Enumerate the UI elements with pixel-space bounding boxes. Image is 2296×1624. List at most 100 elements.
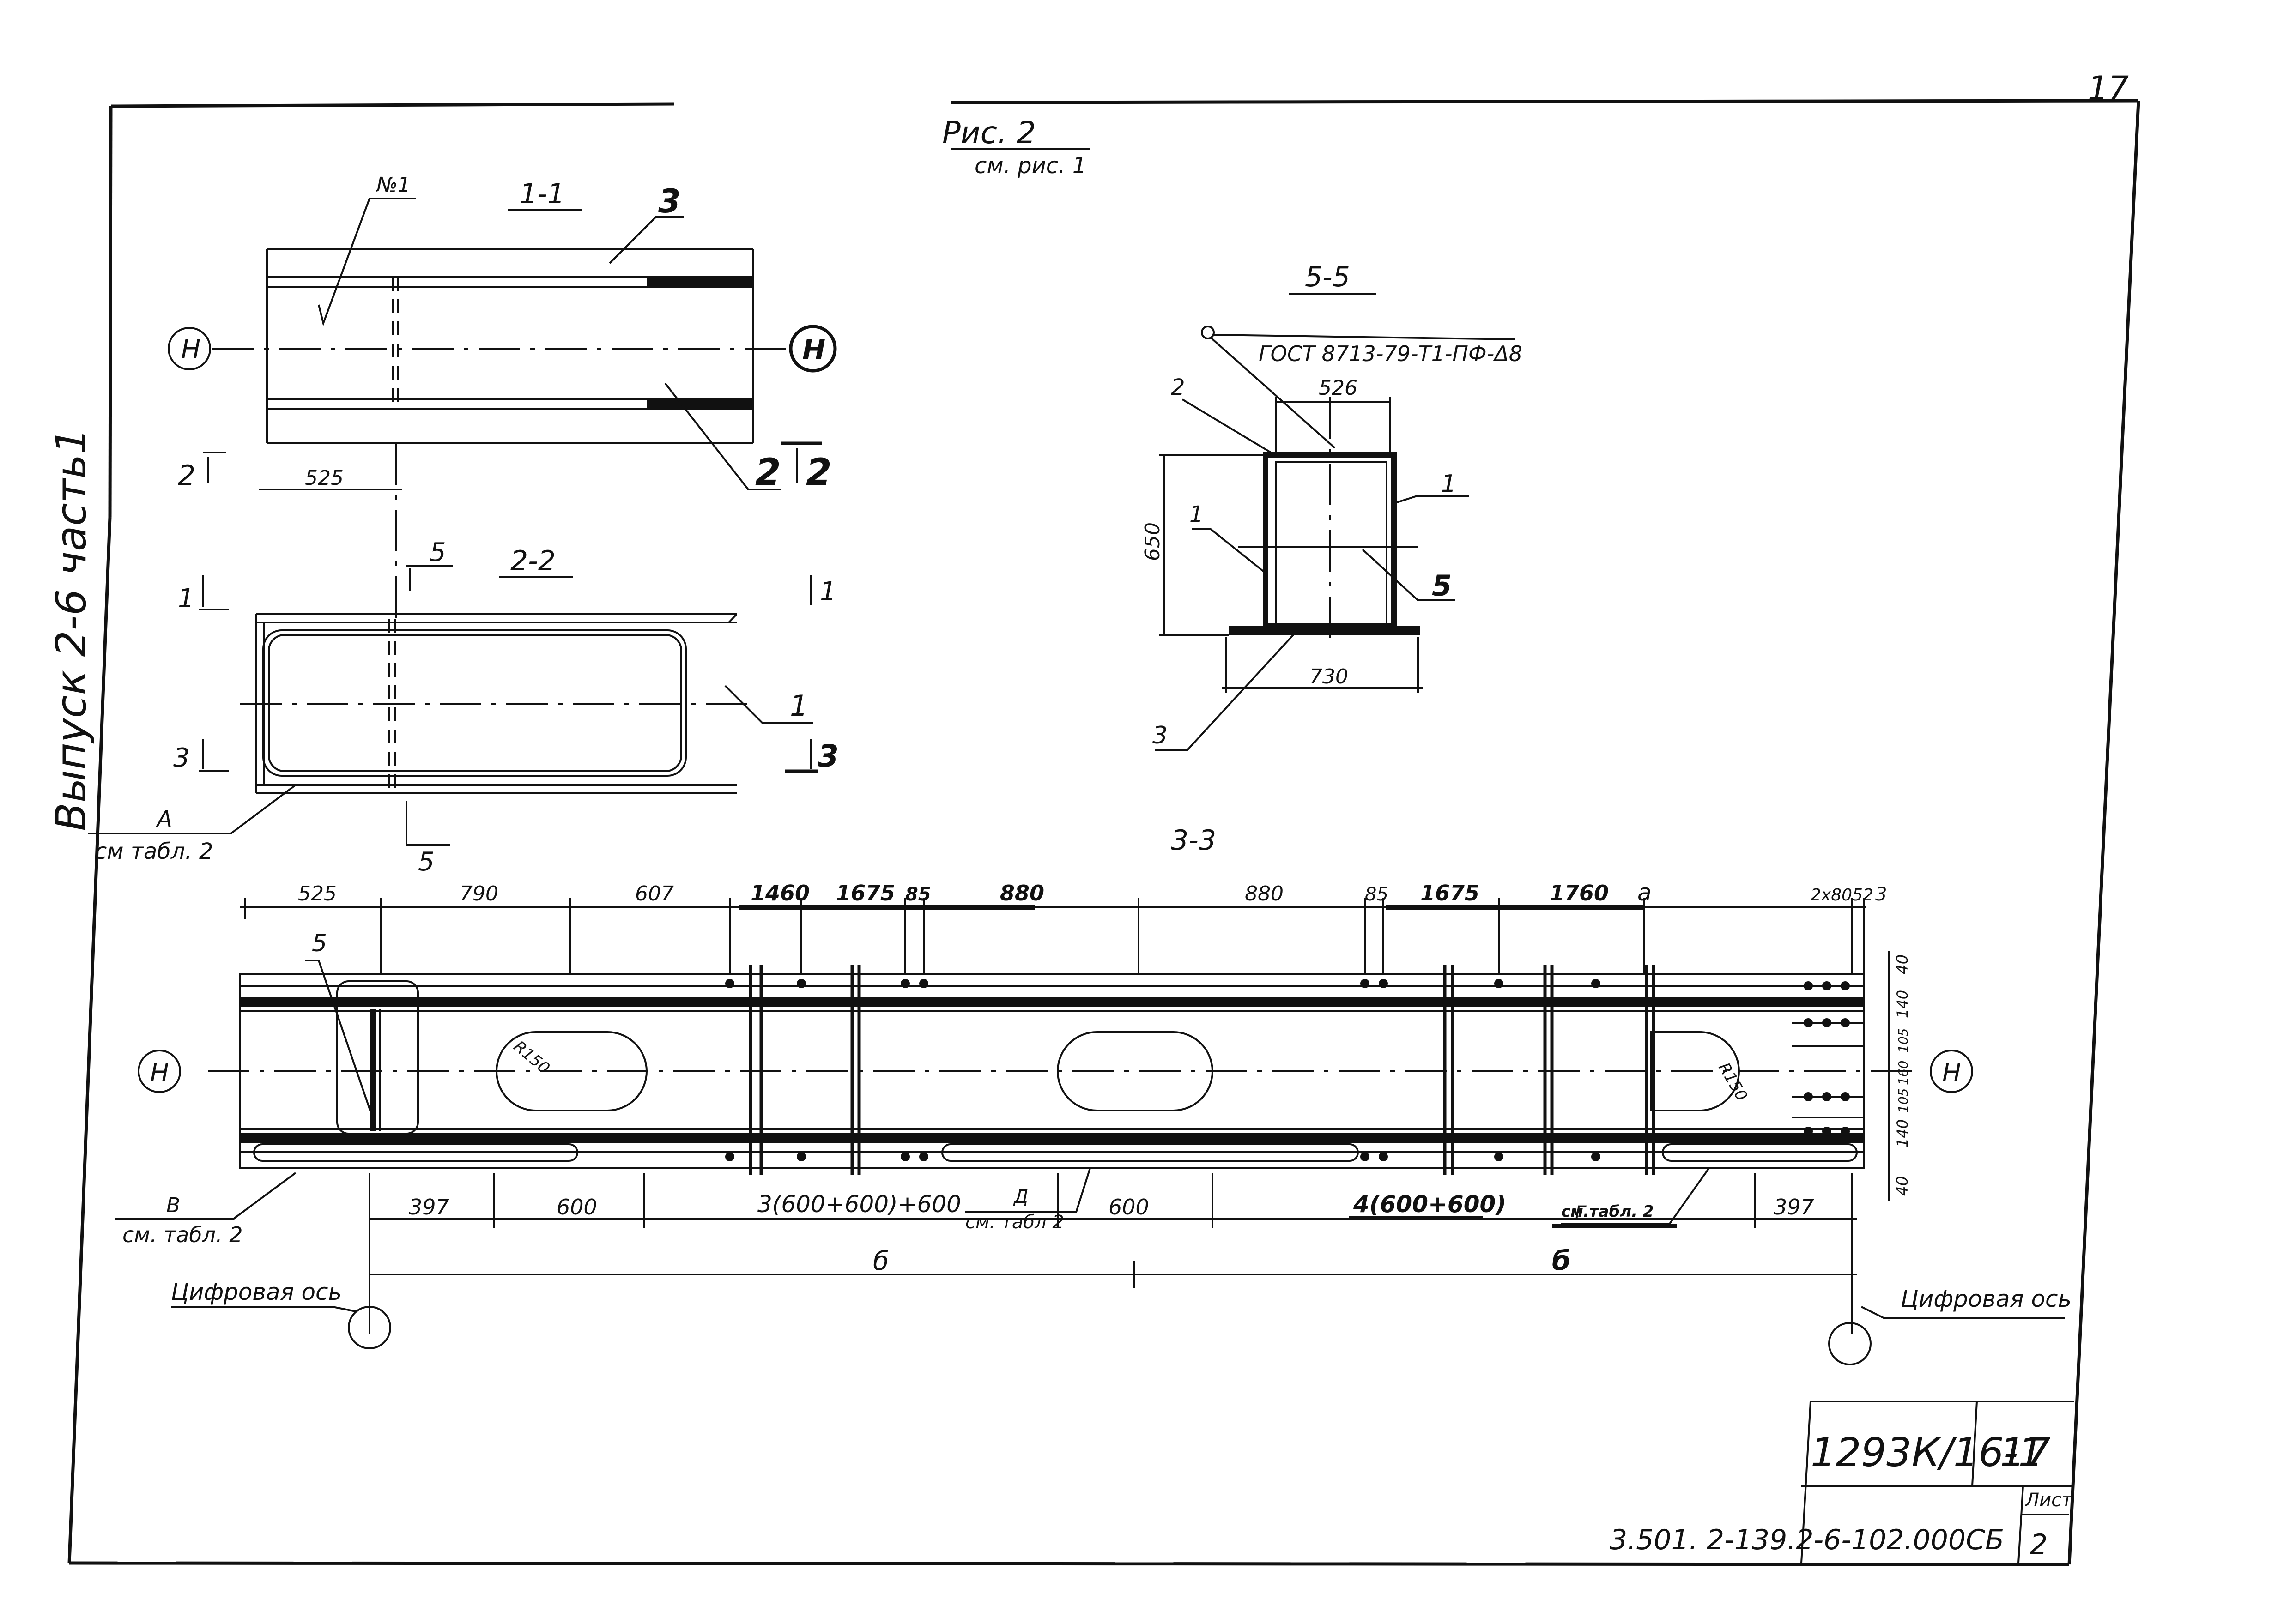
bottom-dim-397-left: 397 — [409, 1195, 449, 1220]
section-3-3: 3-3 525 790 607 1460 1675 85 — [115, 824, 2072, 1365]
top-dim-790: 790 — [460, 882, 498, 906]
axis-note-right: Цифровая ось — [1901, 1286, 2072, 1312]
bottom-dim-397-right: 397 — [1774, 1195, 1814, 1220]
title-block-sheet-no: 17 — [2000, 1430, 2050, 1476]
cut-3-right: 3 — [818, 738, 839, 774]
top-dim-607: 607 — [635, 882, 674, 906]
cut-1-left: 1 — [178, 584, 194, 614]
cut-2-right: 2 — [806, 451, 832, 494]
dim-730: 730 — [1309, 665, 1348, 688]
top-dim-1460: 1460 — [751, 881, 810, 906]
right-dim-160: 160 — [1896, 1061, 1911, 1085]
numeric-axis-bubble-right — [1828, 1322, 1872, 1365]
title-block: 1293К/16-1 17 3.501. 2-139.2-6-102.000СБ… — [1610, 1401, 2074, 1564]
section-1-1-title: 1-1 — [520, 178, 565, 210]
top-dim-85-left: 85 — [905, 884, 931, 905]
bottom-dim-600-center: 600 — [1109, 1195, 1149, 1220]
top-dim-2x80: 2х80 — [1811, 886, 1852, 905]
cut-5-bottom: 5 — [418, 847, 435, 877]
title-block-code: 1293К/16-1 — [1811, 1430, 2043, 1476]
axis-label-3-3-right: Н — [1942, 1058, 1961, 1087]
part-5-label-3-3: 5 — [312, 930, 327, 957]
axis-bubble-left — [168, 327, 211, 370]
section-3-3-title: 3-3 — [1171, 824, 1216, 857]
top-dim-52: 52 — [1852, 886, 1873, 905]
callout-no1: №1 — [375, 173, 411, 197]
top-dim-1760: 1760 — [1550, 881, 1609, 906]
top-dim-880-right: 880 — [1245, 882, 1284, 906]
top-dim-a: а — [1637, 879, 1652, 906]
flange-slot-1 — [253, 1143, 578, 1162]
part-2-label: 2 — [755, 451, 781, 494]
part-1-left-5-5: 1 — [1189, 501, 1204, 527]
top-dim-1675-right: 1675 — [1420, 881, 1479, 906]
top-dim-1675-left: 1675 — [836, 881, 895, 906]
cut-1-right: 1 — [820, 577, 836, 607]
leader-d-letter: Д — [1013, 1186, 1028, 1207]
sheet-frame — [67, 99, 2140, 1566]
right-dim-40-bottom: 40 — [1893, 1176, 1912, 1196]
title-block-list-label: Лист — [2024, 1490, 2073, 1511]
numeric-axis-bubble-left — [348, 1306, 391, 1349]
figure-title: Рис. 2 — [942, 115, 1036, 151]
flange-slot-2 — [941, 1143, 1359, 1162]
leader-d-ref: см. табл 2 — [965, 1212, 1064, 1233]
top-dim-3: 3 — [1875, 884, 1887, 905]
axis-bubble-3-3-right — [1930, 1050, 1973, 1093]
part-3-label-5-5: 3 — [1152, 722, 1168, 749]
leader-v-ref: см. табл. 2 — [122, 1222, 243, 1247]
title-block-doc-number: 3.501. 2-139.2-6-102.000СБ — [1610, 1524, 2004, 1556]
right-dim-140-top: 140 — [1894, 990, 1911, 1018]
bottom-dim-4x: 4(600+600) — [1353, 1191, 1506, 1218]
title-block-list-no: 2 — [2030, 1528, 2048, 1561]
section-2-2-title: 2-2 — [510, 545, 556, 577]
leader-g-ref: см.табл. 2 — [1561, 1202, 1654, 1221]
web-opening-center — [1057, 1031, 1213, 1111]
right-dim-105-bottom: 105 — [1896, 1088, 1911, 1113]
top-dim-525: 525 — [298, 882, 337, 906]
part-5-label-5-5: 5 — [1432, 569, 1452, 603]
right-dim-140-bottom: 140 — [1894, 1119, 1911, 1147]
bottom-dimension-ticks — [369, 1173, 1853, 1228]
bottom-dim-3x: 3(600+600)+600 — [757, 1191, 961, 1218]
cut-5-top: 5 — [430, 537, 446, 567]
axis-label-left-1: Н — [181, 335, 200, 365]
page-number: 17 — [2088, 69, 2129, 107]
figure-subtitle: см. рис. 1 — [975, 153, 1086, 179]
part-1-right-5-5: 1 — [1441, 470, 1456, 498]
top-dimension-labels: 525 790 607 1460 1675 85 880 880 85 1675… — [298, 879, 1887, 906]
part-2-label-5-5: 2 — [1171, 374, 1185, 400]
axis-bubble-right — [789, 325, 837, 373]
axis-bubble-3-3-left — [138, 1050, 181, 1093]
section-1-1: 1-1 №1 Н Н 3 2 2 2 — [168, 173, 837, 619]
cut-2-left: 2 — [178, 459, 195, 492]
bolt-markers — [725, 979, 1850, 1161]
web-opening-right — [1650, 1031, 1740, 1111]
web-opening-left — [496, 1031, 648, 1111]
leader-g-letter: Г — [1575, 1202, 1587, 1224]
section-5-5: 5-5 ГОСТ 8713-79-Т1-ПФ-Δ8 526 650 730 2 … — [1141, 261, 1522, 751]
right-dimension-labels: 40 140 105 160 105 140 40 — [1893, 954, 1912, 1196]
leader-v-letter: В — [166, 1194, 180, 1217]
section-2-2: 2-2 5 1 1 3 1 3 А см табл. 2 — [88, 537, 839, 877]
top-dim-880-left: 880 — [1000, 881, 1044, 906]
radius-right: R150 — [1714, 1060, 1751, 1105]
axis-label-right-1: Н — [802, 334, 825, 366]
top-dimension-ticks — [244, 898, 1865, 974]
top-dim-85-right: 85 — [1365, 884, 1388, 905]
bottom-dim-600-left: 600 — [557, 1195, 597, 1220]
right-dim-105-top: 105 — [1896, 1028, 1911, 1053]
dim-526: 526 — [1319, 376, 1357, 400]
span-b-right: б — [1552, 1245, 1571, 1276]
right-dim-40-top: 40 — [1893, 954, 1912, 974]
part-1-label: 1 — [790, 689, 808, 723]
vertical-stiffeners — [749, 965, 1655, 1175]
weld-note: ГОСТ 8713-79-Т1-ПФ-Δ8 — [1259, 341, 1522, 366]
dim-525-1-1: 525 — [305, 466, 344, 490]
dim-650: 650 — [1141, 522, 1164, 561]
bolt-row-lines — [1792, 1022, 1864, 1118]
section-5-5-title: 5-5 — [1305, 261, 1350, 293]
leader-a-ref: см табл. 2 — [95, 839, 213, 864]
side-label: Выпуск 2-6 часть1 — [47, 428, 96, 831]
